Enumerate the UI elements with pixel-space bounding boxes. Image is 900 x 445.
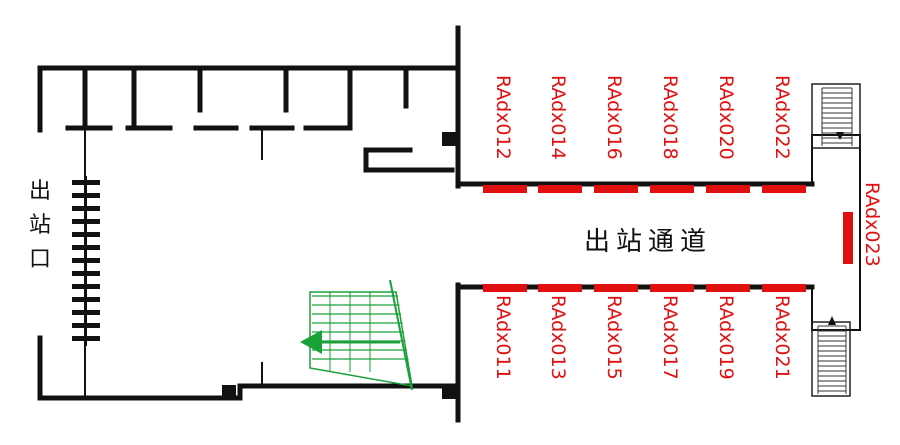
top-door-marker <box>538 185 582 193</box>
bottom-door-marker <box>762 284 806 292</box>
top-door-marker <box>594 185 638 193</box>
gate-bar <box>72 323 100 328</box>
top-door-label: RAdx022 <box>771 75 793 160</box>
gate-bar <box>72 180 100 185</box>
stair-top-right <box>811 83 861 149</box>
top-door-marker <box>762 185 806 193</box>
end-door-marker <box>843 212 853 264</box>
corridor-title: 出站通道 <box>584 227 712 257</box>
gate-bar <box>72 258 100 263</box>
up-arrow-icon <box>828 316 836 325</box>
bottom-door-label: RAdx015 <box>603 295 625 380</box>
gate-bar <box>72 193 100 198</box>
top-door-label: RAdx012 <box>492 75 514 160</box>
bottom-door-marker <box>706 284 750 292</box>
gate-bar <box>72 219 100 224</box>
gate-bar <box>72 271 100 276</box>
stair-top-steps <box>821 87 853 146</box>
top-door-marker <box>706 185 750 193</box>
left-arrow-icon <box>300 330 322 354</box>
bottom-door-label: RAdx011 <box>492 295 514 380</box>
gate-bar <box>72 245 100 250</box>
gate-bar <box>72 336 100 341</box>
stair-bottom-steps <box>817 325 847 394</box>
exit-label: 出站口 <box>29 179 51 272</box>
top-door-label: RAdx020 <box>715 75 737 160</box>
bottom-door-marker <box>594 284 638 292</box>
gate-bar <box>72 297 100 302</box>
top-door-label: RAdx018 <box>659 75 681 160</box>
bottom-door-label: RAdx013 <box>547 295 569 380</box>
fare-gates <box>72 176 100 346</box>
bottom-door-group: RAdx011 RAdx013 RAdx015 RAdx017 RAdx019 RAdx0… <box>483 284 806 380</box>
top-door-group: RAdx012 RAdx014 RAdx016 RAdx018 RAdx020 RAdx0… <box>483 75 806 193</box>
stair-bottom-right <box>811 316 851 397</box>
top-door-label: RAdx016 <box>603 75 625 160</box>
bottom-door-marker <box>538 284 582 292</box>
gate-bars <box>72 180 100 341</box>
bottom-door-label: RAdx017 <box>659 295 681 380</box>
gate-bar <box>72 284 100 289</box>
end-door: RAdx023 <box>843 182 883 267</box>
bottom-door-label: RAdx021 <box>771 295 793 380</box>
bottom-door-label: RAdx019 <box>715 295 737 380</box>
end-door-label: RAdx023 <box>861 182 883 267</box>
exit-label-text: 出站口 <box>29 179 51 272</box>
top-door-marker <box>483 185 527 193</box>
bottom-door-marker <box>483 284 527 292</box>
top-door-marker <box>650 185 694 193</box>
gate-bar <box>72 232 100 237</box>
gate-bar <box>72 206 100 211</box>
exit-stair <box>300 279 413 391</box>
down-arrow-icon <box>836 132 844 140</box>
booth-partitions <box>65 65 409 398</box>
bottom-door-marker <box>650 284 694 292</box>
hall-walls <box>37 25 461 423</box>
top-door-label: RAdx014 <box>547 75 569 160</box>
gate-bar <box>72 310 100 315</box>
